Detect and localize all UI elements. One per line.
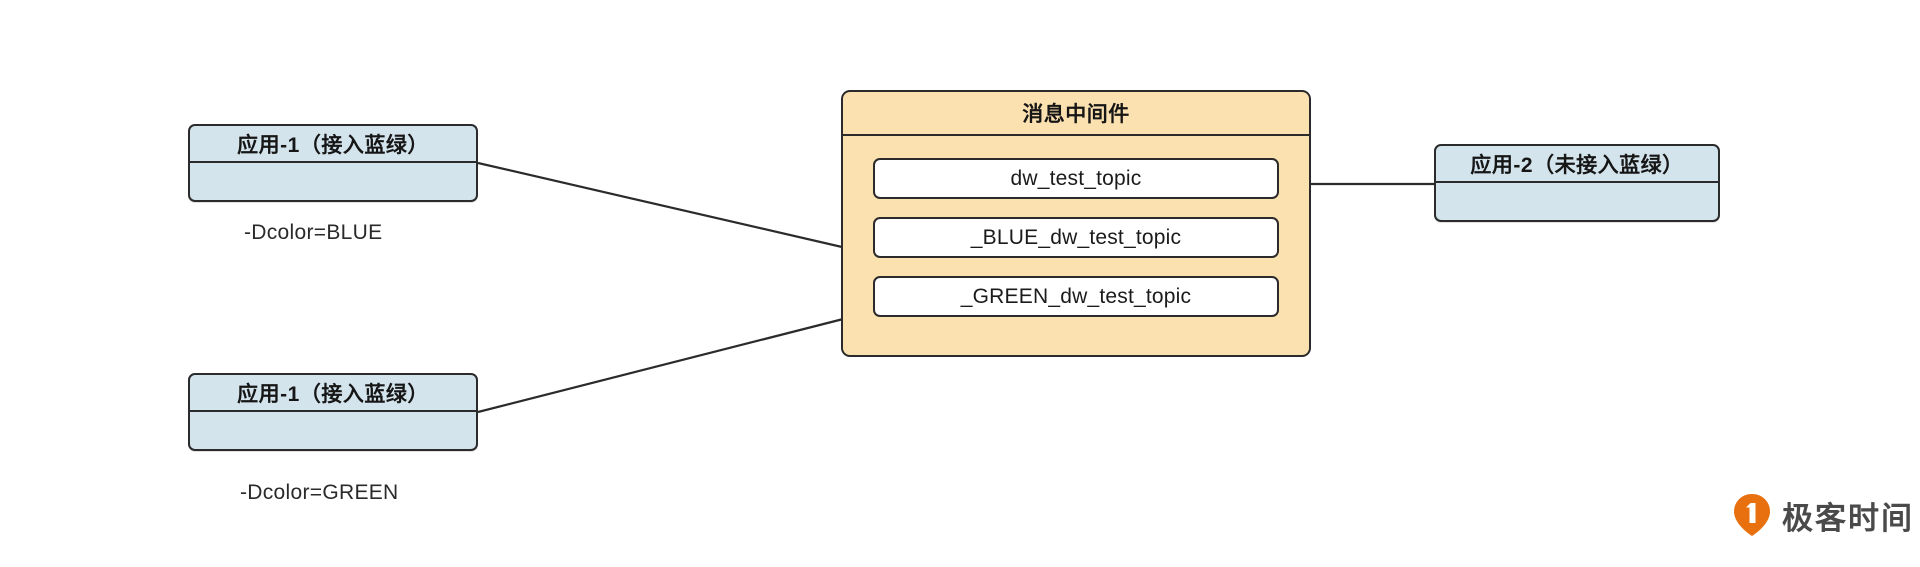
node-app1-blue-body bbox=[190, 163, 476, 200]
node-app1-green[interactable]: 应用-1（接入蓝绿） bbox=[188, 373, 478, 451]
geektime-pin-icon bbox=[1732, 492, 1772, 538]
topic-green-dw-test-topic[interactable]: _GREEN_dw_test_topic bbox=[873, 276, 1279, 317]
node-app1-green-body bbox=[190, 412, 476, 449]
middleware-title: 消息中间件 bbox=[843, 92, 1309, 136]
middleware-container[interactable]: 消息中间件 dw_test_topic _BLUE_dw_test_topic … bbox=[841, 90, 1311, 357]
node-app2-title: 应用-2（未接入蓝绿） bbox=[1436, 146, 1718, 183]
watermark-label: 极客时间 bbox=[1782, 500, 1914, 536]
node-app1-green-title: 应用-1（接入蓝绿） bbox=[190, 375, 476, 412]
watermark: 极客时间 bbox=[1732, 492, 1914, 538]
middleware-topic-list: dw_test_topic _BLUE_dw_test_topic _GREEN… bbox=[843, 136, 1309, 341]
caption-dcolor-green: -Dcolor=GREEN bbox=[240, 481, 399, 504]
topic-blue-dw-test-topic[interactable]: _BLUE_dw_test_topic bbox=[873, 217, 1279, 258]
node-app1-blue[interactable]: 应用-1（接入蓝绿） bbox=[188, 124, 478, 202]
node-app2-body bbox=[1436, 183, 1718, 220]
topic-dw-test-topic[interactable]: dw_test_topic bbox=[873, 158, 1279, 199]
edge-app1green-to-green-topic bbox=[477, 314, 856, 414]
caption-dcolor-blue: -Dcolor=BLUE bbox=[244, 221, 383, 244]
node-app1-blue-title: 应用-1（接入蓝绿） bbox=[190, 126, 476, 163]
edge-app1blue-to-blue-topic bbox=[477, 161, 856, 253]
node-app2[interactable]: 应用-2（未接入蓝绿） bbox=[1434, 144, 1720, 222]
